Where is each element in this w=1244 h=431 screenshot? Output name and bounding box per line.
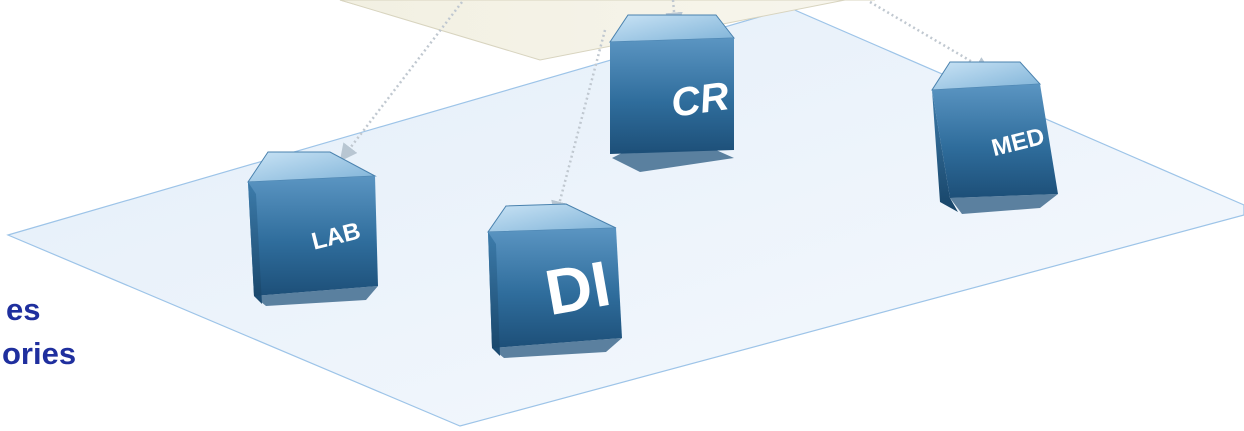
connector-to-di	[551, 29, 607, 219]
lab-server-cube: LAB	[247, 151, 378, 306]
side-text-line-1: es	[6, 292, 41, 327]
connector-to-cr	[665, 0, 683, 30]
di-label: DI	[540, 247, 616, 329]
med-server-cube: MED	[931, 61, 1058, 214]
cr-label: CR	[668, 74, 731, 126]
connector-to-lab	[339, 1, 463, 162]
di-server-cube: DI	[487, 203, 622, 358]
cr-server-cube: CR	[609, 14, 736, 172]
side-text-line-2: ories	[2, 336, 77, 371]
